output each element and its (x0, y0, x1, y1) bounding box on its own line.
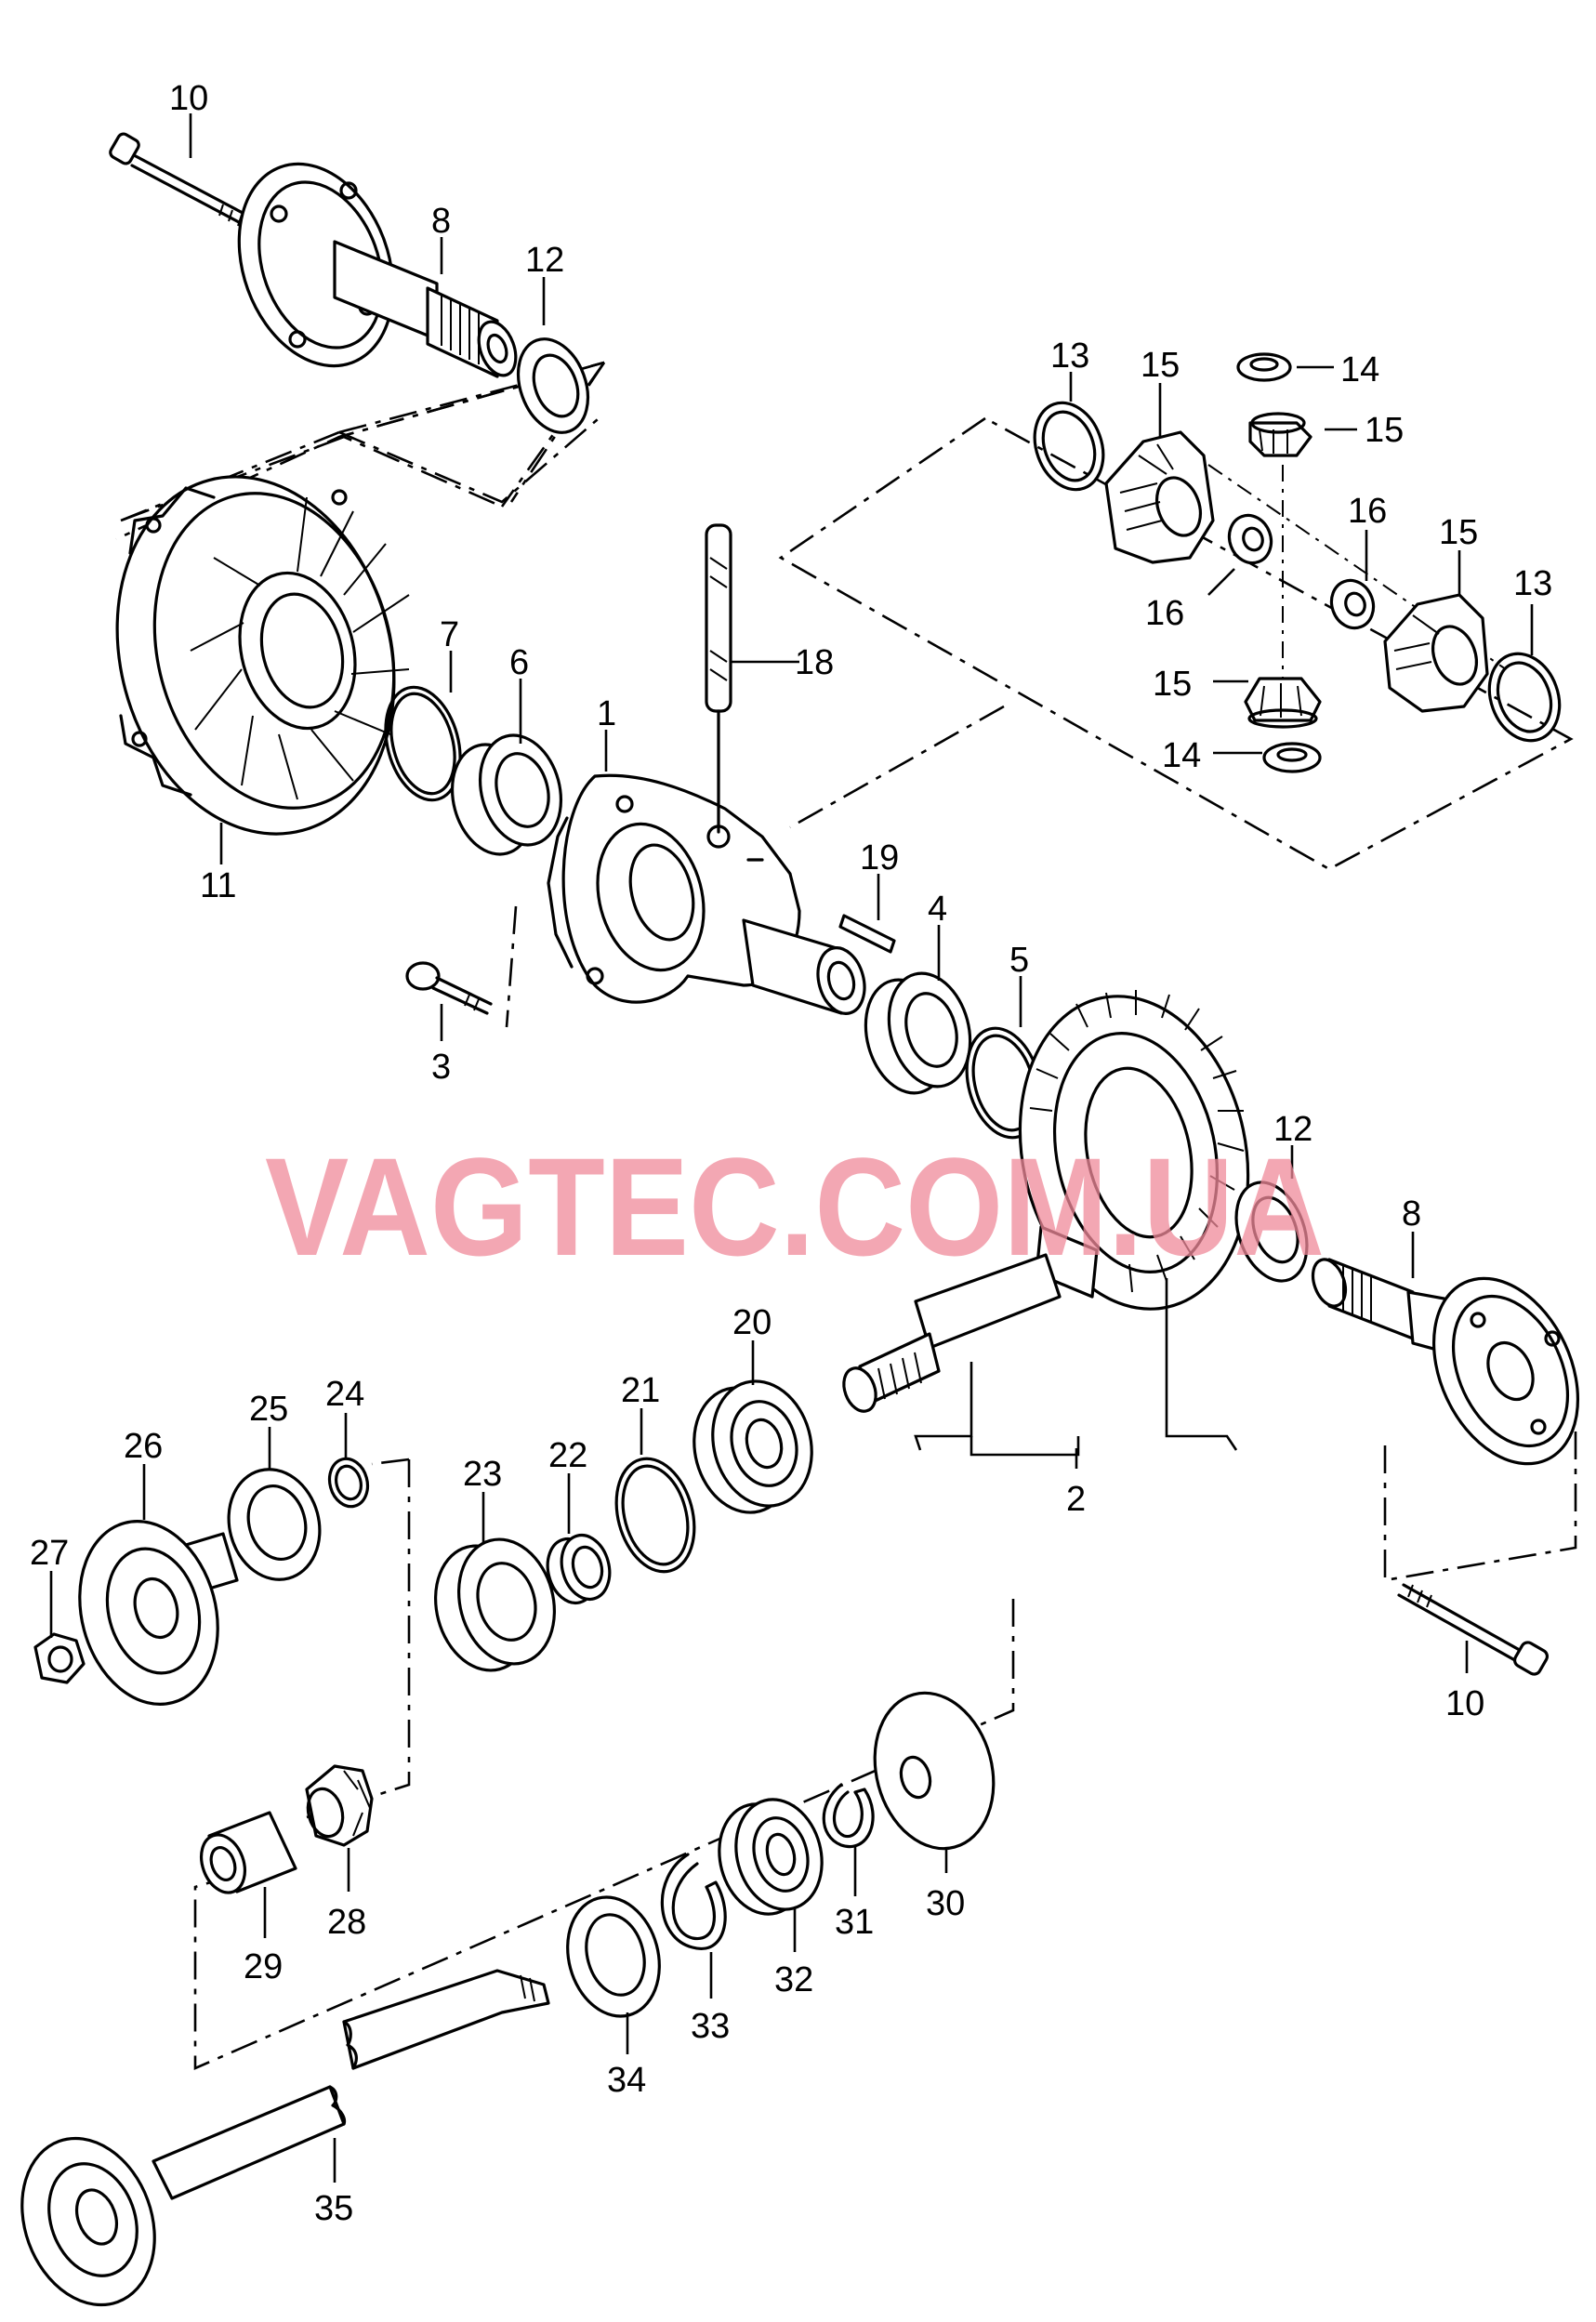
part-labels: 10 8 12 7 6 1 11 3 18 19 4 5 12 8 2 10 1… (30, 79, 1552, 2228)
label-12-right: 12 (1273, 1110, 1312, 1149)
label-30: 30 (926, 1884, 965, 1923)
diff-gears-group (1033, 352, 1562, 773)
label-15-b: 15 (1365, 411, 1404, 450)
label-5: 5 (1009, 941, 1029, 980)
label-14-top: 14 (1340, 350, 1379, 389)
housing-cover-11 (115, 475, 410, 836)
label-20: 20 (732, 1303, 772, 1342)
label-14-bottom: 14 (1162, 736, 1201, 775)
flange-shaft-8-top (237, 162, 518, 378)
label-15-c: 15 (1439, 513, 1478, 552)
pin-18 (705, 523, 732, 834)
label-26: 26 (124, 1427, 163, 1466)
label-33: 33 (691, 2007, 730, 2046)
label-1: 1 (597, 694, 616, 733)
bearing-6 (450, 733, 563, 856)
label-6: 6 (509, 643, 529, 682)
label-21: 21 (621, 1371, 660, 1410)
bolt-10-right (1397, 1583, 1550, 1676)
label-10-top: 10 (169, 79, 208, 118)
bolt-10-top (109, 132, 260, 232)
label-7: 7 (440, 615, 459, 654)
label-32: 32 (774, 1960, 813, 1999)
label-3: 3 (431, 1048, 451, 1087)
leader-lines (49, 113, 1534, 2183)
label-8-right: 8 (1402, 1194, 1421, 1234)
watermark: VAGTEC.COM.UA (265, 1128, 1325, 1285)
label-25: 25 (249, 1390, 288, 1429)
label-19: 19 (860, 838, 899, 877)
bearing-4 (864, 971, 972, 1095)
label-12-top: 12 (525, 241, 564, 280)
label-28: 28 (327, 1903, 366, 1942)
label-13-top: 13 (1050, 336, 1089, 376)
label-23: 23 (463, 1455, 502, 1494)
label-22: 22 (548, 1436, 587, 1475)
label-4: 4 (928, 890, 947, 929)
label-16-a: 16 (1348, 492, 1387, 531)
label-10-right: 10 (1445, 1684, 1484, 1723)
label-2: 2 (1066, 1480, 1086, 1519)
label-15-a: 15 (1141, 346, 1180, 385)
label-15-d: 15 (1153, 665, 1192, 704)
label-13-right: 13 (1513, 564, 1552, 603)
oring-7 (384, 685, 462, 802)
pin-19 (838, 914, 896, 954)
differential-housing-1 (547, 773, 866, 1015)
label-35: 35 (314, 2189, 353, 2228)
pinion-bearing-group (33, 1379, 813, 1894)
output-shaft-group (20, 1691, 996, 2307)
flange-shaft-8-right (1311, 1258, 1580, 1466)
crown-wheel-pinion-2 (842, 990, 1250, 1413)
label-34: 34 (607, 2061, 646, 2100)
label-29: 29 (244, 1947, 283, 1986)
seal-12-top (517, 337, 589, 434)
bolt-3 (405, 961, 493, 1015)
label-11: 11 (200, 866, 236, 905)
label-16-b: 16 (1145, 594, 1184, 633)
label-8-top: 8 (431, 202, 451, 241)
label-31: 31 (835, 1903, 874, 1942)
label-27: 27 (30, 1534, 69, 1573)
label-24: 24 (325, 1375, 364, 1414)
label-18: 18 (795, 643, 834, 682)
seal-12-right (1234, 1181, 1309, 1283)
